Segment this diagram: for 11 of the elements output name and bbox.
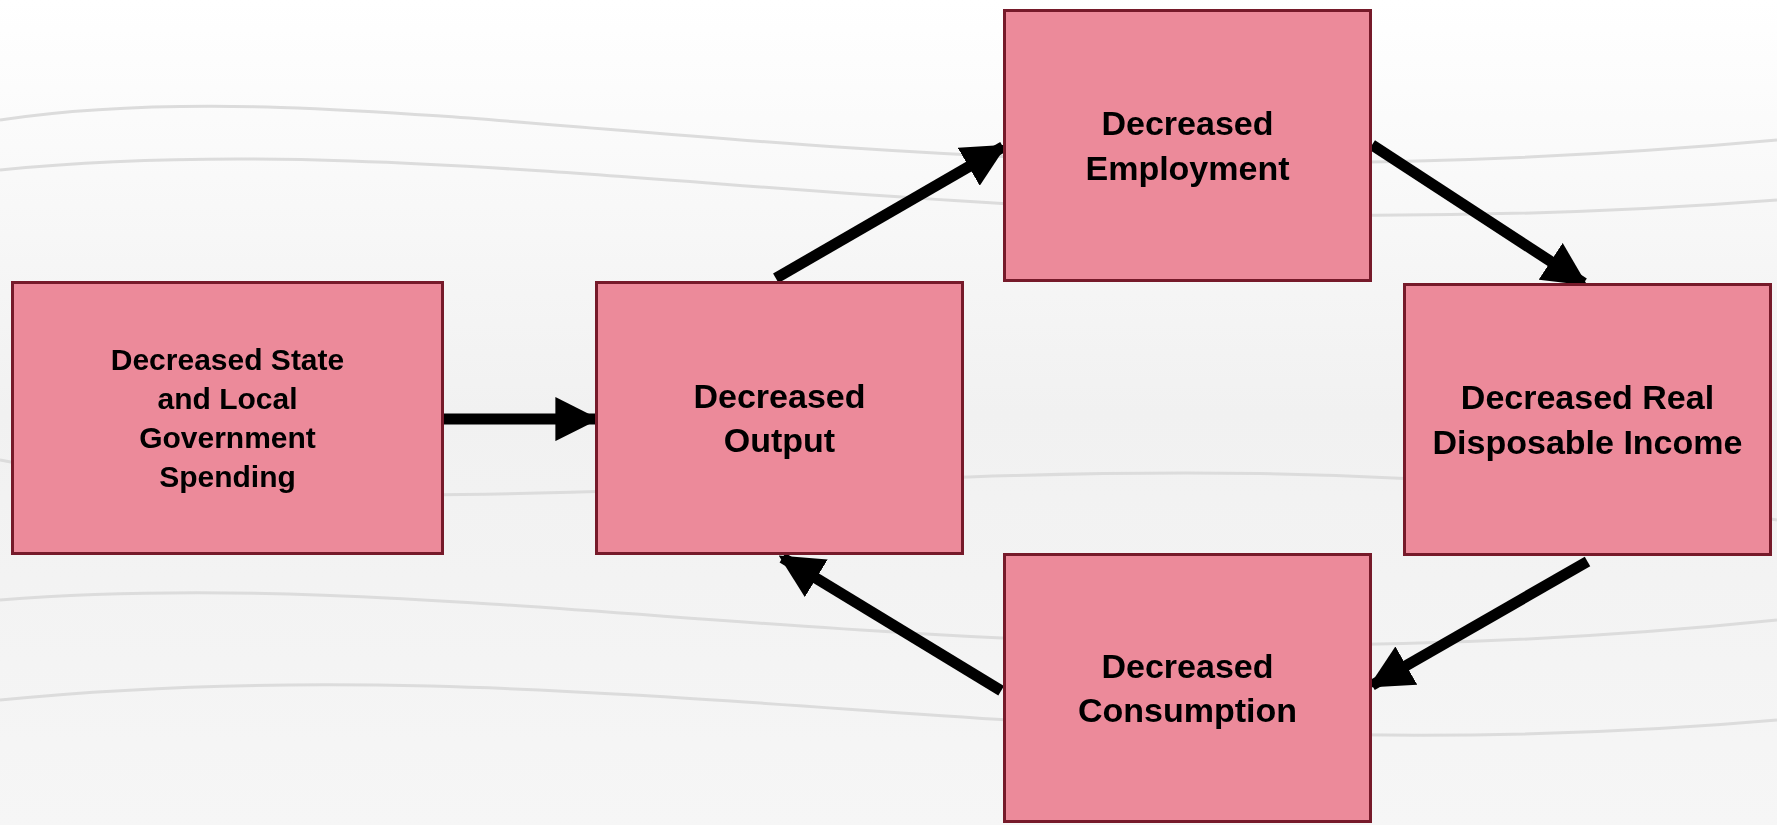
process-box xyxy=(595,281,964,555)
process-box xyxy=(1003,9,1372,282)
box-label: Decreased Output xyxy=(692,375,867,461)
box-label: Decreased Employment xyxy=(1084,103,1291,189)
process-box xyxy=(1403,283,1772,556)
process-box xyxy=(1003,553,1372,823)
box-label: Decreased State and Local Government Spending xyxy=(109,342,346,495)
box-label: Decreased Real Disposable Income xyxy=(1431,377,1744,463)
process-box xyxy=(11,281,444,555)
box-label: Decreased Consumption xyxy=(1076,645,1299,731)
arrow xyxy=(778,553,1004,696)
